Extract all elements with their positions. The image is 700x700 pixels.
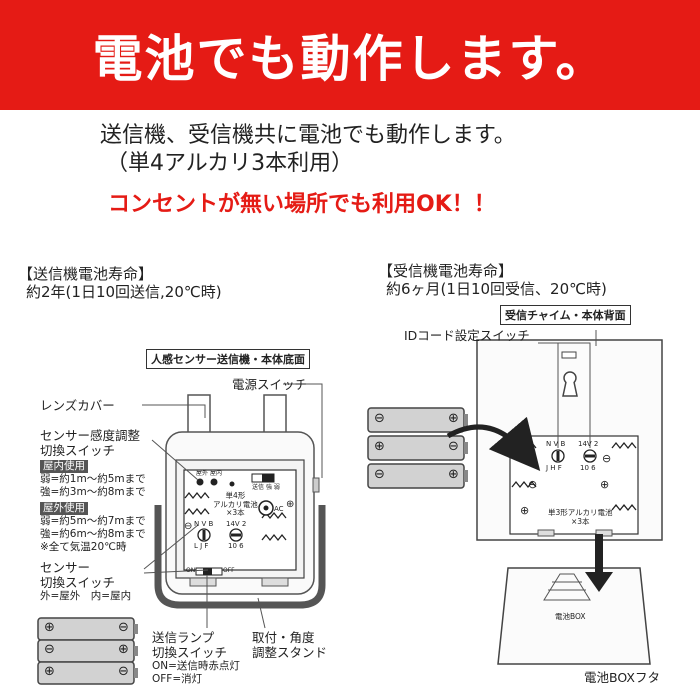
tx-battery-2-minus: ⊖ bbox=[44, 642, 55, 657]
switch-label-weak: 弱 bbox=[273, 484, 280, 491]
id-switch-label: IDコード設定スイッチ bbox=[404, 328, 530, 343]
transmitter-dial-left-top: N V B bbox=[194, 520, 214, 528]
sensor-switch-line-1: センサー bbox=[40, 560, 91, 575]
outdoor-weak: 弱=約5m〜約7mまで bbox=[40, 515, 146, 527]
lamp-off-note: OFF=消灯 bbox=[152, 673, 203, 685]
transmitter-leader-lines bbox=[142, 383, 323, 629]
switch-label-strong: 強 bbox=[265, 484, 272, 491]
tx-comp-plus: ⊕ bbox=[286, 499, 295, 510]
tx-comp-minus: ⊖ bbox=[184, 521, 193, 532]
battery-insert-arrow bbox=[446, 416, 541, 472]
sensor-switch-line-2: 切換スイッチ bbox=[40, 575, 116, 590]
rx-battery-2-minus: ⊖ bbox=[448, 439, 459, 454]
intro-line-2: （単4アルカリ3本利用） bbox=[106, 151, 354, 176]
rx-comp-plus-2: ⊕ bbox=[520, 504, 530, 517]
lens-cover-label: レンズカバー bbox=[40, 398, 115, 413]
transmitter-header: 【送信機電池寿命】 約2年(1日10回送信,20℃時) bbox=[18, 265, 222, 301]
battery-text-1: 単4形 bbox=[225, 491, 246, 500]
tx-battery-3-minus: ⊖ bbox=[118, 664, 129, 679]
transmitter-dial-left-bottom: L J F bbox=[194, 542, 209, 550]
lamp-switch-on-text: ON bbox=[186, 567, 196, 574]
transmitter-dial-right-top: 14V 2 bbox=[226, 520, 247, 528]
receiver-header-title: 【受信機電池寿命】 bbox=[378, 262, 514, 280]
rx-comp-minus-1: ⊖ bbox=[528, 478, 538, 491]
receiver-box-label: 受信チャイム・本体背面 bbox=[500, 305, 631, 325]
stand-line-2: 調整スタンド bbox=[252, 645, 328, 660]
sensitivity-line-2: 切換スイッチ bbox=[40, 443, 116, 458]
ac-label: AC bbox=[274, 505, 284, 513]
transmitter-dial-right-bottom: 10 6 bbox=[228, 542, 244, 550]
outdoor-strong: 強=約6m〜約8mまで bbox=[40, 528, 146, 540]
power-switch-label: 電源スイッチ bbox=[232, 377, 308, 392]
ok-line: コンセントが無い場所でも利用OK！！ bbox=[108, 192, 496, 217]
receiver-header: 【受信機電池寿命】 約6ヶ月(1日10回受信、20℃時) bbox=[378, 262, 607, 298]
sensitivity-switch-label: センサー感度調整 切換スイッチ bbox=[40, 428, 140, 458]
transmitter-box-label: 人感センサー送信機・本体底面 bbox=[146, 349, 310, 369]
switch-label-send: 送信 bbox=[252, 484, 265, 491]
transmitter-battery-life: 約2年(1日10回送信,20℃時) bbox=[26, 283, 222, 301]
receiver-dial-right-top: 14V 2 bbox=[578, 440, 599, 448]
title-banner: 電池でも動作します。 bbox=[0, 0, 700, 110]
lamp-switch-label: 送信ランプ 切換スイッチ ON=送信時赤点灯 OFF=消灯 bbox=[152, 630, 240, 686]
transmitter-device bbox=[154, 394, 326, 609]
transmitter-header-title: 【送信機電池寿命】 bbox=[18, 265, 154, 283]
intro-line-1: 送信機、受信機共に電池でも動作します。 bbox=[100, 123, 516, 148]
outdoor-title: 屋外使用 bbox=[40, 502, 88, 515]
indoor-weak: 弱=約1m〜約5mまで bbox=[40, 473, 146, 485]
receiver-battery-text: 単3形アルカリ電池 ×3本 bbox=[548, 508, 612, 526]
rx-battery-1-plus: ⊕ bbox=[448, 411, 459, 426]
stand-label: 取付・角度 調整スタンド bbox=[252, 630, 327, 660]
sensor-switch-note: 外=屋外 内=屋内 bbox=[40, 590, 132, 602]
indoor-usage: 屋内使用 弱=約1m〜約5mまで 強=約3m〜約8mまで bbox=[40, 460, 146, 499]
receiver-battery-text-2: ×3本 bbox=[570, 517, 590, 526]
tx-battery-2-plus: ⊕ bbox=[118, 642, 129, 657]
battery-text-3: ×3本 bbox=[226, 508, 245, 517]
receiver-dial-right-bottom: 10 6 bbox=[580, 464, 596, 472]
top-indicator-labels: 屋外 屋内 bbox=[196, 470, 222, 477]
receiver-batteries bbox=[367, 407, 468, 489]
stand-line-1: 取付・角度 bbox=[252, 630, 315, 645]
receiver-dial-left-bottom: J H F bbox=[546, 464, 562, 472]
sensor-switch-label: センサー 切換スイッチ 外=屋外 内=屋内 bbox=[40, 560, 131, 603]
intro-text: 送信機、受信機共に電池でも動作します。 （単4アルカリ3本利用） bbox=[100, 122, 516, 178]
rx-battery-1-minus: ⊖ bbox=[374, 411, 385, 426]
top-label-left: 屋外 bbox=[196, 470, 209, 477]
top-label-right: 屋内 bbox=[209, 470, 222, 477]
cover-down-arrow bbox=[585, 534, 613, 592]
rx-battery-3-minus: ⊖ bbox=[374, 467, 385, 482]
sensitivity-line-1: センサー感度調整 bbox=[40, 428, 141, 443]
indoor-title: 屋内使用 bbox=[40, 460, 88, 473]
battery-box-cover-label: 電池BOXフタ bbox=[584, 670, 660, 685]
rx-battery-3-plus: ⊕ bbox=[448, 467, 459, 482]
rx-comp-minus-2: ⊖ bbox=[602, 452, 612, 465]
battery-box-text: 電池BOX bbox=[555, 612, 586, 621]
lamp-line-2: 切換スイッチ bbox=[152, 645, 228, 660]
tx-battery-1-plus: ⊕ bbox=[44, 620, 55, 635]
tx-battery-1-minus: ⊖ bbox=[118, 620, 129, 635]
receiver-battery-life: 約6ヶ月(1日10回受信、20℃時) bbox=[386, 280, 607, 298]
lamp-switch-off-text: OFF bbox=[223, 567, 235, 574]
rx-comp-plus-1: ⊕ bbox=[600, 478, 610, 491]
top-switch-labels: 送信 強 弱 bbox=[252, 484, 280, 491]
lamp-line-1: 送信ランプ bbox=[152, 630, 215, 645]
receiver-leader-lines bbox=[538, 330, 597, 448]
indoor-strong: 強=約3m〜約8mまで bbox=[40, 486, 146, 498]
receiver-dial-left-top: N V B bbox=[546, 440, 566, 448]
temperature-note: ※全て気温20℃時 bbox=[40, 541, 127, 553]
receiver-battery-text-1: 単3形アルカリ電池 bbox=[548, 508, 613, 517]
battery-text-2: アルカリ電池 bbox=[213, 499, 258, 509]
banner-title: 電池でも動作します。 bbox=[92, 30, 608, 88]
outdoor-usage: 屋外使用 弱=約5m〜約7mまで 強=約6m〜約8mまで ※全て気温20℃時 bbox=[40, 502, 146, 554]
lamp-on-note: ON=送信時赤点灯 bbox=[152, 660, 240, 672]
rx-battery-2-plus: ⊕ bbox=[374, 439, 385, 454]
transmitter-batteries bbox=[37, 617, 138, 685]
tx-battery-3-plus: ⊕ bbox=[44, 664, 55, 679]
transmitter-battery-text: 単4形 アルカリ電池 ×3本 bbox=[213, 491, 258, 518]
